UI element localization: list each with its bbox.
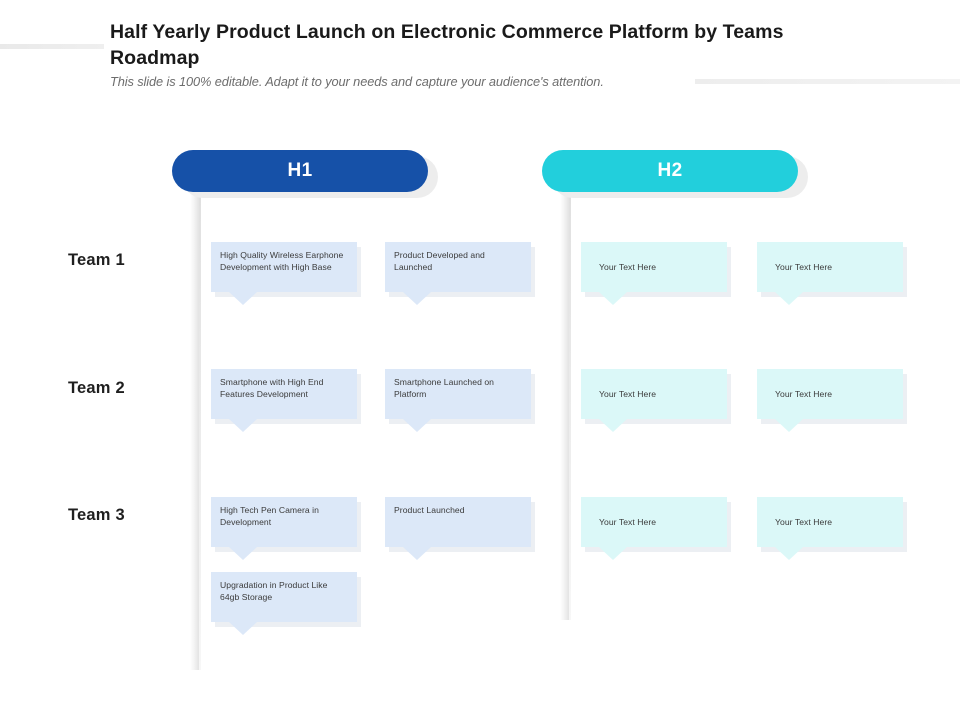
task-card-body[interactable]: Your Text Here bbox=[757, 369, 903, 419]
page-title: Half Yearly Product Launch on Electronic… bbox=[110, 21, 784, 69]
task-card-body[interactable]: Your Text Here bbox=[757, 497, 903, 547]
task-card[interactable]: Product Launched bbox=[385, 497, 535, 560]
task-card-pointer-icon bbox=[775, 547, 803, 560]
task-card-text: Your Text Here bbox=[599, 516, 657, 527]
task-card-text: High Tech Pen Camera in Development bbox=[220, 505, 319, 528]
phase-timeline-stem-edge-h2 bbox=[569, 192, 571, 620]
team-row-label-team-3: Team 3 bbox=[68, 506, 125, 524]
task-card-body[interactable]: Product Developed and Launched bbox=[385, 242, 531, 292]
task-card-text: Product Developed and Launched bbox=[394, 250, 485, 273]
task-card[interactable]: Smartphone Launched on Platform bbox=[385, 369, 535, 432]
slide-header: Half Yearly Product Launch on Electronic… bbox=[0, 0, 960, 110]
task-card-text: High Quality Wireless Earphone Developme… bbox=[220, 250, 344, 273]
task-card-body[interactable]: Your Text Here bbox=[581, 242, 727, 292]
task-card-pointer-icon bbox=[403, 292, 431, 305]
phase-pill-label-h1: H1 bbox=[287, 160, 313, 181]
task-card-pointer-icon bbox=[599, 547, 627, 560]
task-card-body[interactable]: Smartphone Launched on Platform bbox=[385, 369, 531, 419]
header-accent-rule-right bbox=[695, 79, 960, 84]
task-card-pointer-icon bbox=[403, 419, 431, 432]
task-card-body[interactable]: Smartphone with High End Features Develo… bbox=[211, 369, 357, 419]
task-card-text: Upgradation in Product Like 64gb Storage bbox=[220, 580, 328, 603]
task-card-pointer-icon bbox=[775, 419, 803, 432]
header-accent-rule-left bbox=[0, 44, 104, 49]
phase-timeline-stem-edge-h1 bbox=[199, 192, 201, 670]
task-card-text: Your Text Here bbox=[775, 261, 833, 272]
task-card[interactable]: Your Text Here bbox=[757, 369, 907, 432]
task-card-text: Your Text Here bbox=[775, 388, 833, 399]
team-row-label-team-1: Team 1 bbox=[68, 251, 125, 269]
task-card-text: Your Text Here bbox=[599, 388, 657, 399]
phase-timeline-stem-h1 bbox=[190, 192, 199, 670]
task-card-pointer-icon bbox=[775, 292, 803, 305]
task-card-body[interactable]: High Quality Wireless Earphone Developme… bbox=[211, 242, 357, 292]
task-card[interactable]: Your Text Here bbox=[757, 497, 907, 560]
task-card[interactable]: Smartphone with High End Features Develo… bbox=[211, 369, 361, 432]
phase-timeline-stem-h2 bbox=[560, 192, 569, 620]
task-card-body[interactable]: Your Text Here bbox=[757, 242, 903, 292]
task-card[interactable]: Your Text Here bbox=[581, 369, 731, 432]
task-card[interactable]: High Tech Pen Camera in Development bbox=[211, 497, 361, 560]
task-card-pointer-icon bbox=[229, 547, 257, 560]
task-card-body[interactable]: Upgradation in Product Like 64gb Storage bbox=[211, 572, 357, 622]
task-card-body[interactable]: Your Text Here bbox=[581, 369, 727, 419]
task-card-pointer-icon bbox=[229, 622, 257, 635]
task-card[interactable]: Product Developed and Launched bbox=[385, 242, 535, 305]
task-card-pointer-icon bbox=[599, 292, 627, 305]
task-card-pointer-icon bbox=[599, 419, 627, 432]
page-subtitle: This slide is 100% editable. Adapt it to… bbox=[110, 74, 604, 89]
task-card[interactable]: Your Text Here bbox=[581, 497, 731, 560]
task-card[interactable]: High Quality Wireless Earphone Developme… bbox=[211, 242, 361, 305]
task-card[interactable]: Your Text Here bbox=[581, 242, 731, 305]
phase-pill-h2[interactable]: H2 bbox=[542, 150, 798, 192]
task-card-body[interactable]: High Tech Pen Camera in Development bbox=[211, 497, 357, 547]
task-card-text: Smartphone Launched on Platform bbox=[394, 377, 495, 400]
team-row-label-team-2: Team 2 bbox=[68, 379, 125, 397]
task-card[interactable]: Your Text Here bbox=[757, 242, 907, 305]
task-card-text: Your Text Here bbox=[775, 516, 833, 527]
task-card-pointer-icon bbox=[229, 292, 257, 305]
task-card-text: Product Launched bbox=[394, 505, 465, 515]
task-card-body[interactable]: Product Launched bbox=[385, 497, 531, 547]
task-card-body[interactable]: Your Text Here bbox=[581, 497, 727, 547]
task-card-pointer-icon bbox=[403, 547, 431, 560]
task-card[interactable]: Upgradation in Product Like 64gb Storage bbox=[211, 572, 361, 635]
task-card-text: Your Text Here bbox=[599, 261, 657, 272]
phase-pill-h1[interactable]: H1 bbox=[172, 150, 428, 192]
task-card-pointer-icon bbox=[229, 419, 257, 432]
phase-pill-label-h2: H2 bbox=[657, 160, 683, 181]
task-card-text: Smartphone with High End Features Develo… bbox=[220, 377, 324, 400]
